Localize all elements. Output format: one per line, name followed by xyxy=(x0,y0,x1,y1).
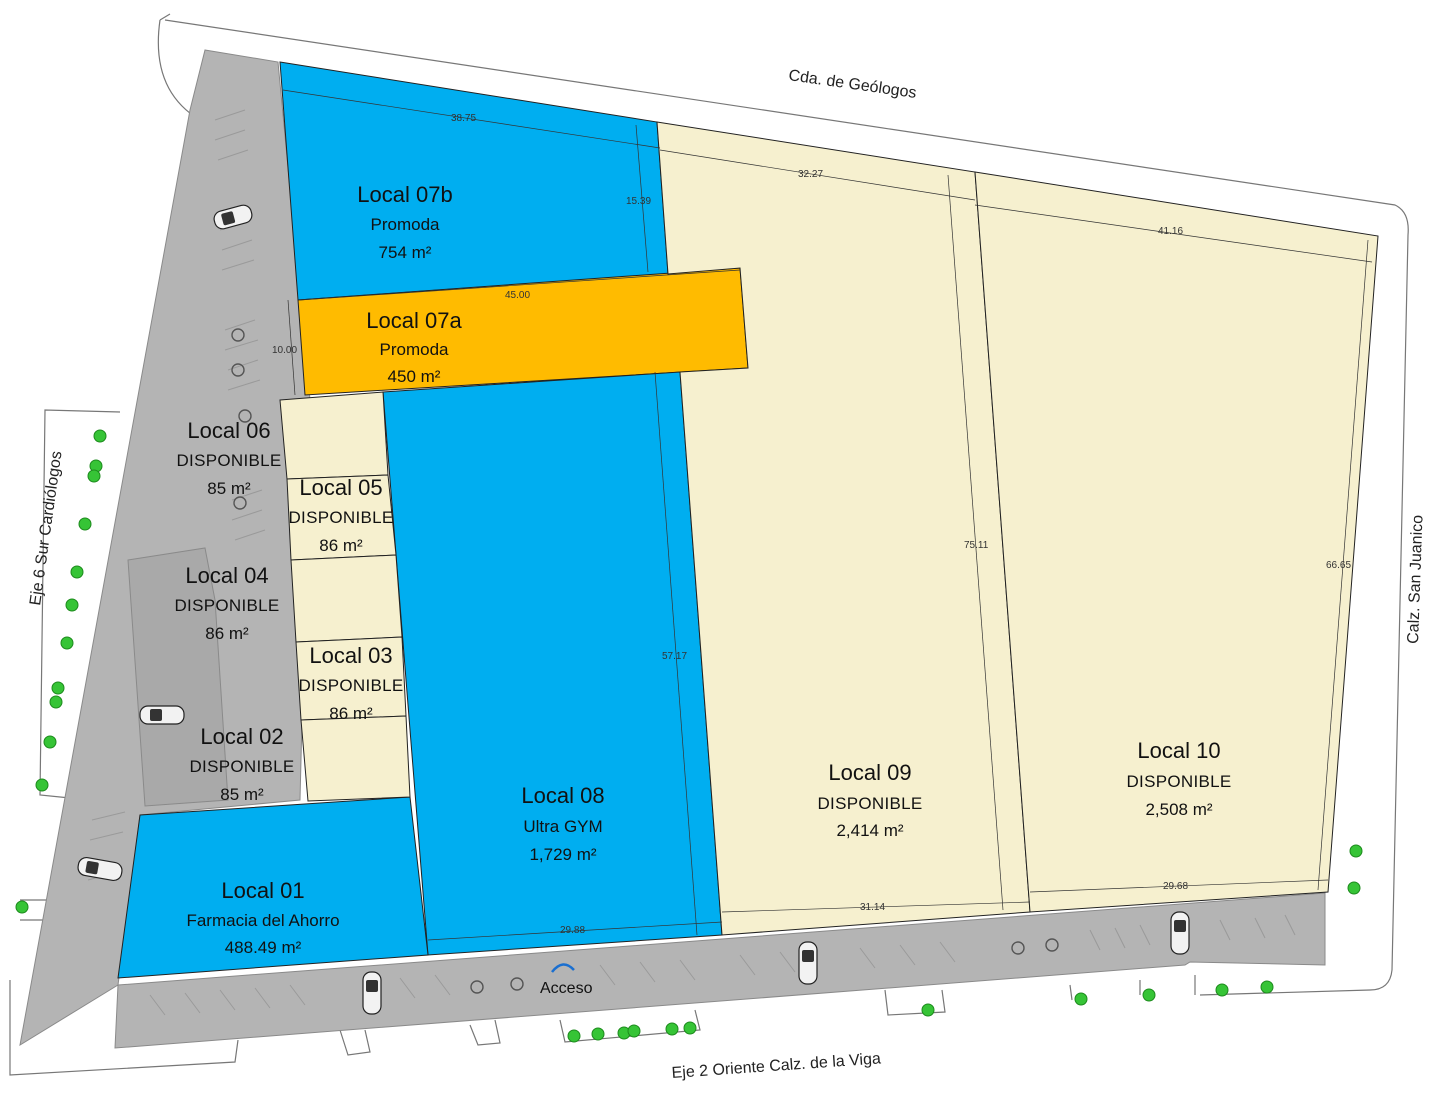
svg-text:DISPONIBLE: DISPONIBLE xyxy=(176,451,281,470)
svg-text:86 m²: 86 m² xyxy=(319,536,363,555)
lot-label-local-05: Local 05 DISPONIBLE 86 m² xyxy=(288,475,393,555)
svg-text:Promoda: Promoda xyxy=(380,340,450,359)
street-label-east: Calz. San Juanico xyxy=(1405,515,1426,645)
svg-text:2,508 m²: 2,508 m² xyxy=(1145,800,1212,819)
lot-local-09 xyxy=(656,121,1031,936)
svg-text:Local 08: Local 08 xyxy=(521,783,604,808)
svg-text:DISPONIBLE: DISPONIBLE xyxy=(189,757,294,776)
svg-text:Local 02: Local 02 xyxy=(200,724,283,749)
dimension-label: 29.68 xyxy=(1163,881,1188,892)
svg-text:Local 04: Local 04 xyxy=(185,563,268,588)
lot-local-10 xyxy=(974,171,1379,913)
dimension-label: 41.16 xyxy=(1158,226,1183,237)
tree-icon xyxy=(15,429,1363,1043)
svg-text:450 m²: 450 m² xyxy=(388,367,441,386)
lot-local-08 xyxy=(382,371,723,956)
svg-text:Local 10: Local 10 xyxy=(1137,738,1220,763)
svg-text:Farmacia del Ahorro: Farmacia del Ahorro xyxy=(186,911,339,930)
svg-text:86 m²: 86 m² xyxy=(205,624,249,643)
car-icon xyxy=(139,705,185,725)
lot-label-local-06: Local 06 DISPONIBLE 85 m² xyxy=(176,418,281,498)
svg-text:488.49 m²: 488.49 m² xyxy=(225,938,302,957)
dimension-label: 31.14 xyxy=(860,902,885,913)
svg-text:DISPONIBLE: DISPONIBLE xyxy=(298,676,403,695)
lot-local-06 xyxy=(279,391,389,480)
parking-stalls-south xyxy=(149,914,1296,1016)
svg-text:86 m²: 86 m² xyxy=(329,704,373,723)
lot-label-local-07b: Local 07b Promoda 754 m² xyxy=(357,182,452,262)
street-label-north: Cda. de Geólogos xyxy=(787,67,917,102)
dimension-label: 38.75 xyxy=(451,113,476,124)
svg-text:85 m²: 85 m² xyxy=(207,479,251,498)
svg-text:Local 05: Local 05 xyxy=(299,475,382,500)
svg-text:Local 09: Local 09 xyxy=(828,760,911,785)
parking-area-south xyxy=(114,892,1326,1049)
dimension-label: 66.65 xyxy=(1326,560,1351,571)
svg-text:DISPONIBLE: DISPONIBLE xyxy=(817,794,922,813)
dimension-label: 75.11 xyxy=(964,540,989,551)
street-label-west: Eje 6 Sur Cardiólogos xyxy=(27,450,65,606)
parking-inner-west xyxy=(127,547,229,807)
car-icon xyxy=(1170,911,1190,955)
lot-local-04 xyxy=(290,554,403,643)
dimension-label: 57.17 xyxy=(662,651,687,662)
svg-text:DISPONIBLE: DISPONIBLE xyxy=(288,508,393,527)
lot-label-local-03: Local 03 DISPONIBLE 86 m² xyxy=(298,643,403,723)
car-icon xyxy=(798,941,818,985)
lot-local-01 xyxy=(117,796,429,979)
svg-text:Promoda: Promoda xyxy=(371,215,441,234)
dimension-lines xyxy=(282,89,1373,941)
car-icon xyxy=(77,856,123,882)
access-arrow-icon xyxy=(551,963,575,973)
dimension-label: 32.27 xyxy=(798,169,823,180)
accessible-parking-icon xyxy=(231,328,1059,994)
svg-text:2,414 m²: 2,414 m² xyxy=(836,821,903,840)
access-label: Acceso xyxy=(540,980,593,997)
car-icon xyxy=(362,971,382,1015)
lot-local-07b xyxy=(279,61,669,301)
lot-label-local-09: Local 09 DISPONIBLE 2,414 m² xyxy=(817,760,922,840)
dimension-label: 15.39 xyxy=(626,196,651,207)
svg-text:DISPONIBLE: DISPONIBLE xyxy=(1126,772,1231,791)
svg-text:Local 06: Local 06 xyxy=(187,418,270,443)
svg-text:Local 07a: Local 07a xyxy=(366,308,462,333)
svg-text:DISPONIBLE: DISPONIBLE xyxy=(174,596,279,615)
street-label-south: Eje 2 Oriente Calz. de la Viga xyxy=(671,1050,881,1082)
svg-text:1,729 m²: 1,729 m² xyxy=(529,845,596,864)
lot-label-local-07a: Local 07a Promoda 450 m² xyxy=(366,308,462,386)
svg-text:Local 01: Local 01 xyxy=(221,878,304,903)
lot-label-local-04: Local 04 DISPONIBLE 86 m² xyxy=(174,563,279,643)
dimension-label: 29.88 xyxy=(560,925,585,936)
lot-label-local-02: Local 02 DISPONIBLE 85 m² xyxy=(189,724,294,804)
svg-text:Ultra GYM: Ultra GYM xyxy=(523,817,602,836)
svg-text:Local 03: Local 03 xyxy=(309,643,392,668)
lot-label-local-01: Local 01 Farmacia del Ahorro 488.49 m² xyxy=(186,878,339,957)
svg-text:Local 07b: Local 07b xyxy=(357,182,452,207)
svg-text:754 m²: 754 m² xyxy=(379,243,432,262)
lot-label-local-10: Local 10 DISPONIBLE 2,508 m² xyxy=(1126,738,1231,819)
car-icon xyxy=(213,204,253,230)
dimension-label: 45.00 xyxy=(505,290,530,301)
svg-text:85 m²: 85 m² xyxy=(220,785,264,804)
dimension-label: 10.00 xyxy=(272,345,297,356)
lot-local-02 xyxy=(300,715,411,802)
lot-label-local-08: Local 08 Ultra GYM 1,729 m² xyxy=(521,783,604,864)
